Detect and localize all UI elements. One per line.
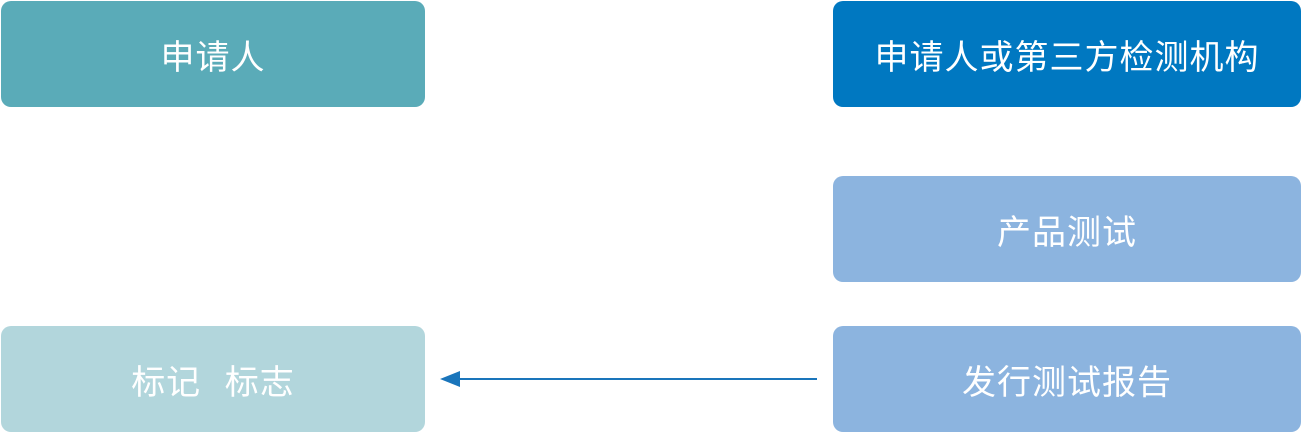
product-test-node: 产品测试 <box>833 176 1301 282</box>
mark-node: 标记 标志 <box>1 326 425 432</box>
report-label: 发行测试报告 <box>962 362 1172 403</box>
product-test-label: 产品测试 <box>997 212 1137 253</box>
applicant-label: 申请人 <box>160 37 266 78</box>
third-party-label: 申请人或第三方检测机构 <box>874 37 1260 78</box>
arrow-head-icon <box>440 371 460 387</box>
third-party-node: 申请人或第三方检测机构 <box>833 1 1301 107</box>
applicant-node: 申请人 <box>1 1 425 107</box>
mark-label: 标记 标志 <box>131 362 295 403</box>
report-node: 发行测试报告 <box>833 326 1301 432</box>
